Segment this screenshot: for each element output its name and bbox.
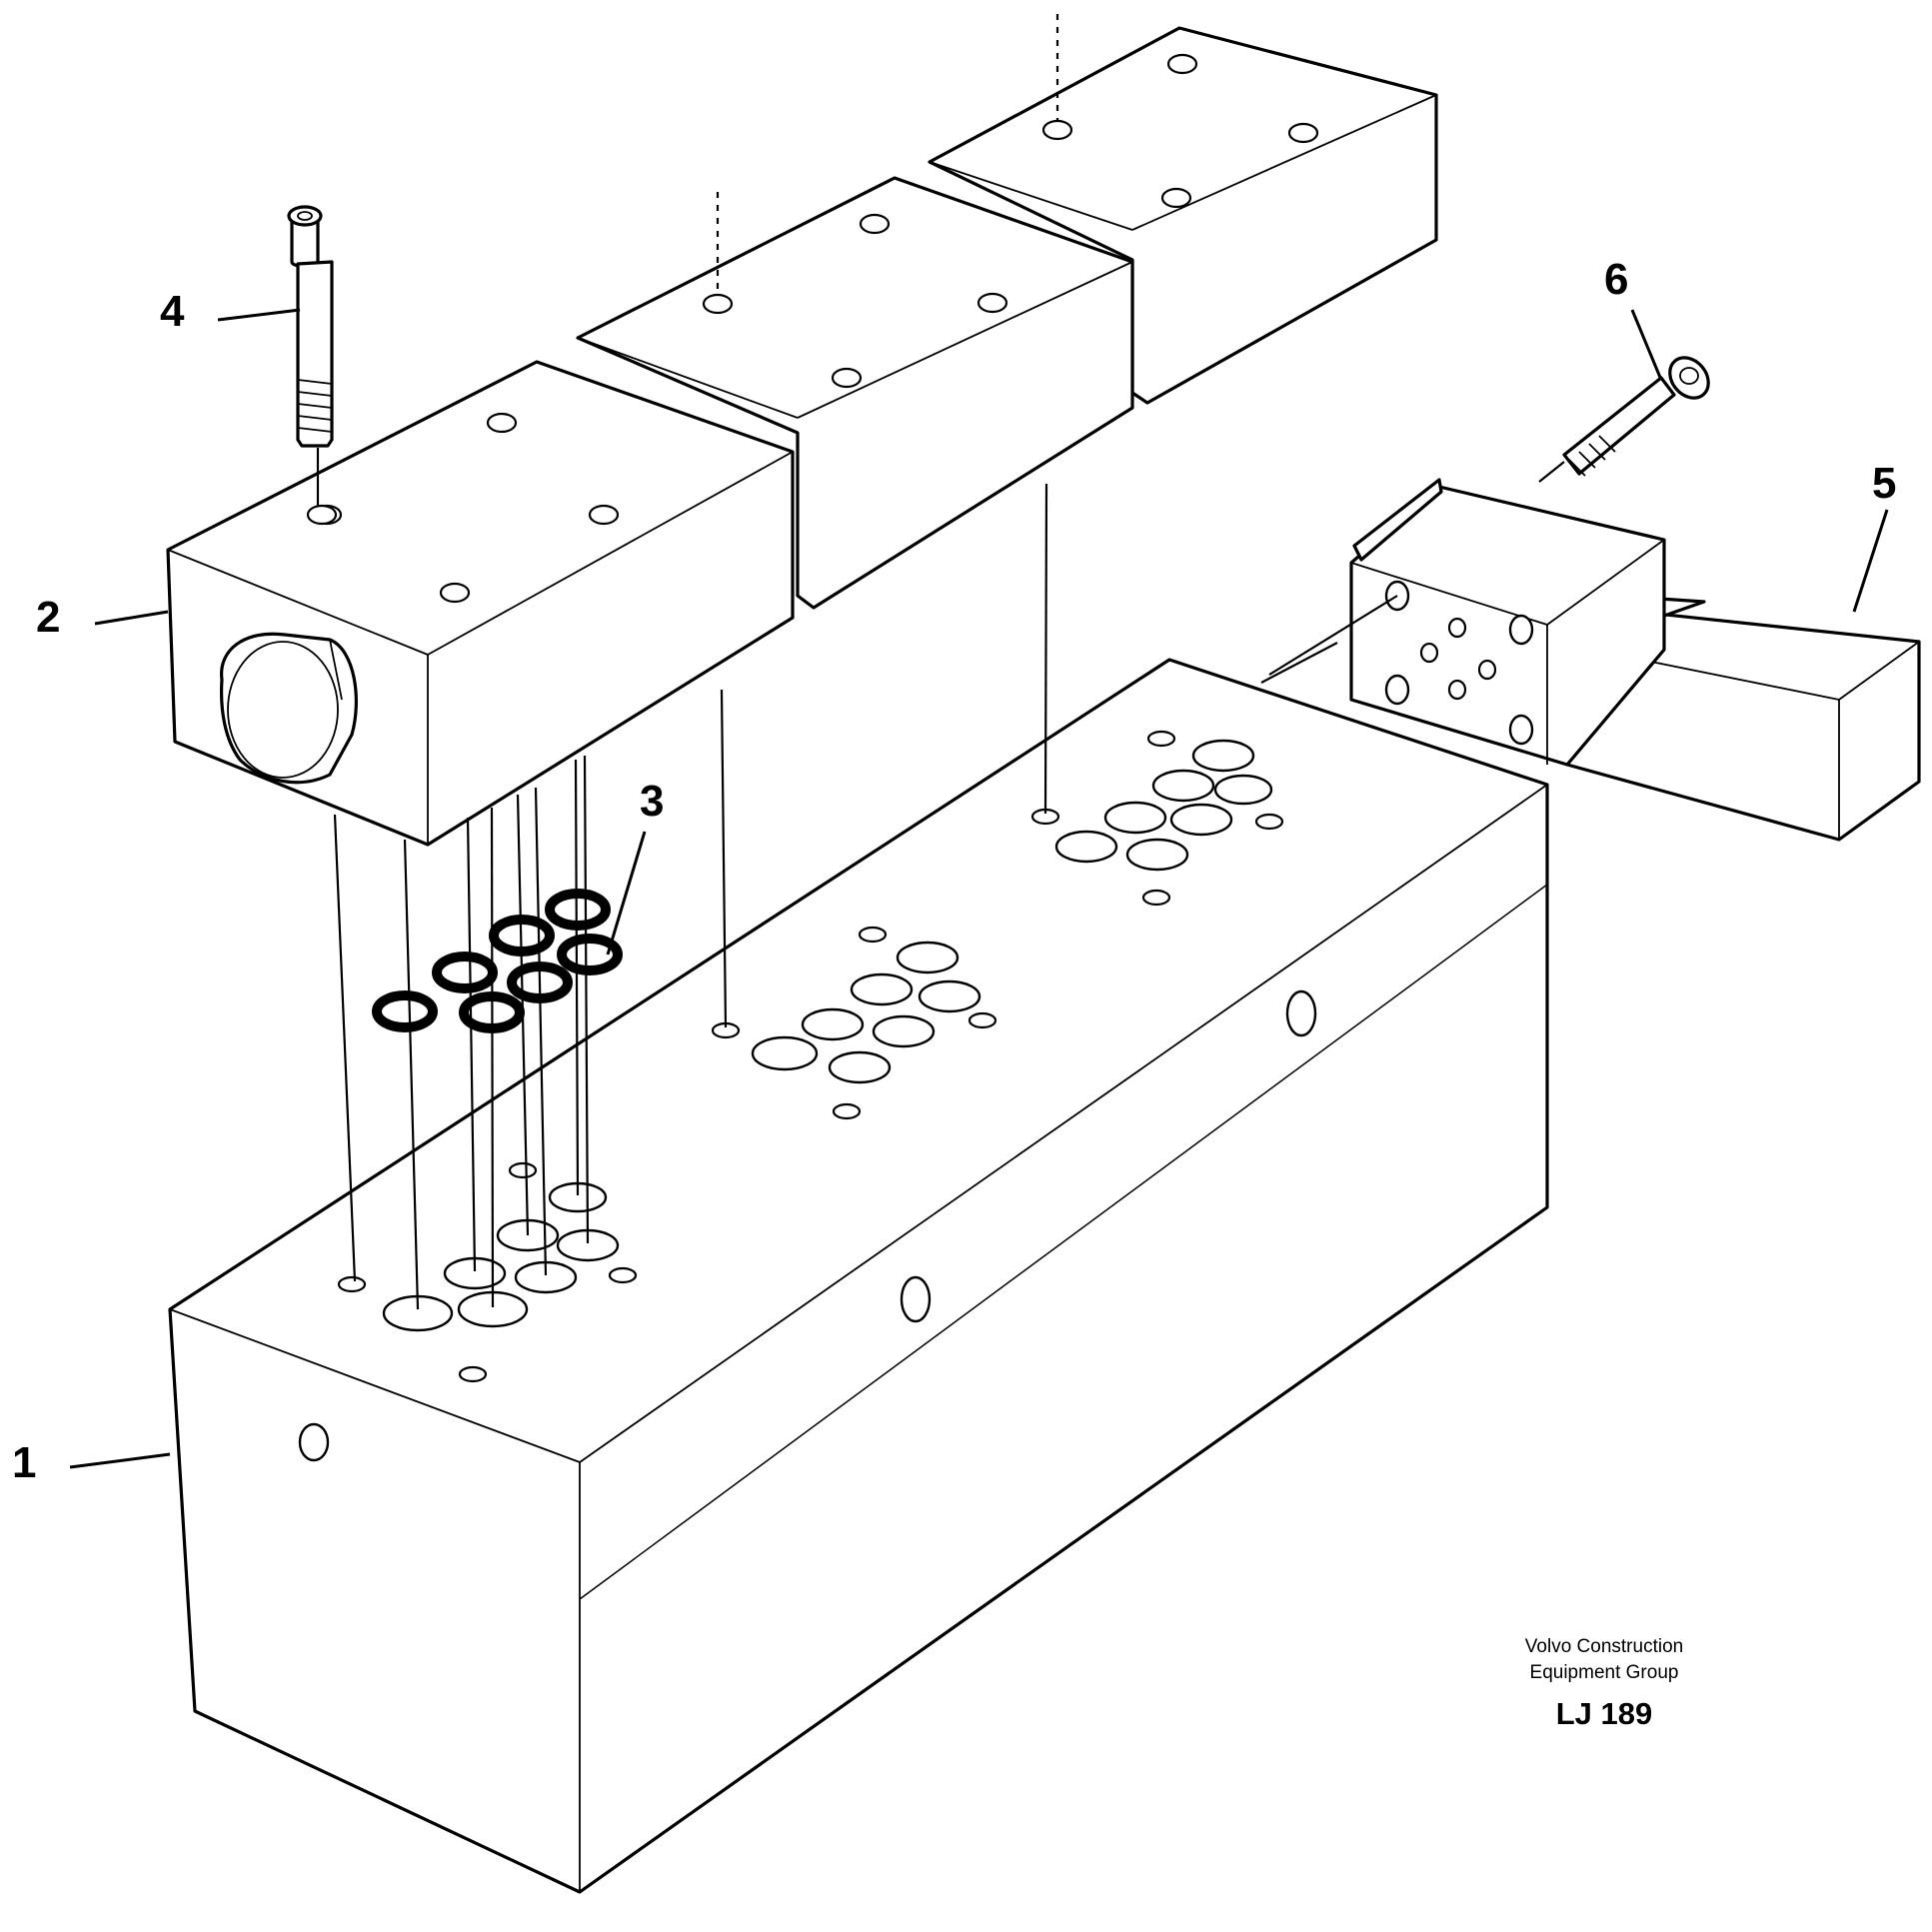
callout-1: 1 <box>12 1438 37 1487</box>
valve-base-block <box>168 658 1549 1894</box>
callout-2: 2 <box>36 593 61 642</box>
solenoid-valve-5 <box>1268 478 1921 842</box>
callout-4: 4 <box>160 287 185 336</box>
alignment-lines <box>333 483 1338 1310</box>
callout-3: 3 <box>640 777 665 826</box>
company-line-1: Volvo Construction <box>1524 1636 1684 1657</box>
bolt-6 <box>1538 356 1710 483</box>
callout-leaders <box>69 308 1889 1469</box>
middle-valve-section <box>576 176 1134 610</box>
drawing-reference: LJ 189 <box>1555 1696 1653 1731</box>
o-rings-3 <box>372 889 623 1033</box>
bolt-4 <box>287 205 338 526</box>
company-caption: Volvo Construction Equipment Group <box>1469 1634 1739 1686</box>
callout-5: 5 <box>1872 459 1897 508</box>
front-valve-section <box>166 360 795 847</box>
company-line-2: Equipment Group <box>1529 1662 1679 1683</box>
callout-6: 6 <box>1604 255 1629 304</box>
